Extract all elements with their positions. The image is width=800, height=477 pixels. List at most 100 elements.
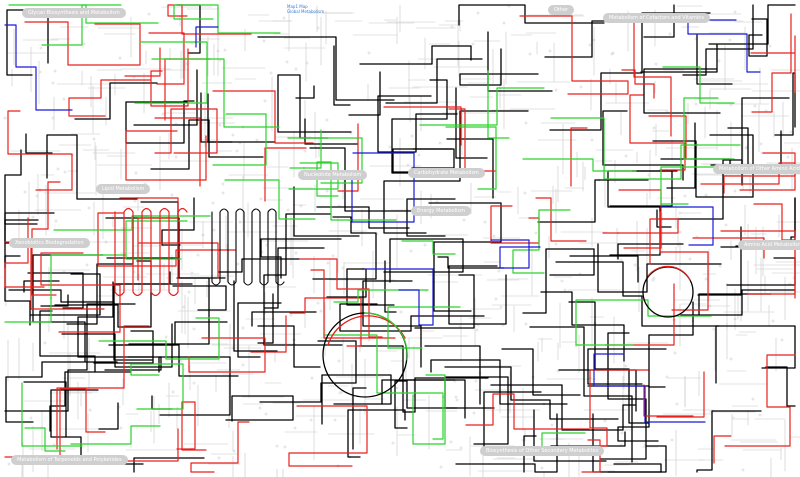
label-energy[interactable]: Energy Metabolism [411,206,471,216]
compound-node [475,328,479,332]
highlighted-route-red [310,269,396,339]
label-xenobiotics[interactable]: Xenobiotics Biodegradation [9,238,90,248]
highlighted-route-black [648,301,694,388]
compound-node [236,262,240,266]
compound-node [285,60,289,64]
compound-node [238,220,242,224]
highlighted-route-red [154,108,218,154]
highlighted-route-green [130,363,184,410]
compound-node [171,390,175,394]
highlighted-route-black [218,258,300,273]
highlighted-route-black [172,285,227,311]
highlighted-route-black [643,68,721,114]
compound-node [35,194,39,198]
compound-node [275,444,279,448]
highlighted-route-green [224,179,316,220]
highlighted-route-red [465,393,590,430]
highlighted-route-black [446,138,494,199]
highlighted-route-red [4,241,105,310]
label-secondary-metabolites[interactable]: Biosynthesis of Other Secondary Metaboli… [480,446,605,456]
highlighted-route-black [133,457,205,473]
highlighted-route-red [289,297,362,347]
highlighted-route-black [437,256,505,269]
compound-node [367,338,371,342]
highlighted-route-green [53,215,211,231]
highlighted-route-black [444,366,619,420]
highlighted-route-black [316,206,410,229]
highlighted-route-red [299,258,383,338]
compound-node [654,62,658,66]
highlighted-route-black [4,219,39,269]
highlighted-route-black [682,4,754,76]
highlighted-route-black [406,198,456,237]
highlighted-route-green [24,427,66,452]
highlighted-route-black [40,294,69,307]
highlighted-route-black [774,72,796,136]
highlighted-route-green [487,70,510,139]
compound-node [325,189,329,193]
compound-node [3,116,7,120]
highlighted-route-red [751,13,792,113]
highlighted-route-blue [195,26,219,48]
highlighted-route-green [550,117,741,180]
label-nucleotide[interactable]: Nucleotide Metabolism [298,170,368,180]
highlighted-route-black [448,265,507,325]
highlighted-route-red [154,117,201,187]
highlighted-route-black [383,238,464,283]
highlighted-route-black [377,95,458,153]
highlighted-route-black [6,9,49,76]
highlighted-route-black [381,379,456,405]
label-other[interactable]: Other [548,5,575,15]
highlighted-route-black [352,387,367,450]
compound-node [729,357,733,361]
label-carbohydrate[interactable]: Carbohydrate Metabolism [408,168,485,178]
label-other-amino-acids[interactable]: Metabolism of Other Amino Acids [713,164,800,174]
compound-node [310,376,314,380]
compound-node [548,49,552,53]
highlighted-route-black [523,435,537,473]
compound-node [63,170,67,174]
highlighted-route-red [558,369,649,447]
highlighted-route-black [259,340,357,403]
label-lipid-metabolism[interactable]: Lipid Metabolism [96,184,151,194]
highlighted-route-black [537,179,649,223]
compound-node [170,193,174,197]
compound-node [728,38,732,42]
highlighted-route-blue [490,239,541,269]
highlighted-route-red [648,115,687,159]
highlighted-route-black [391,79,448,174]
highlighted-route-red [31,181,61,296]
highlighted-route-black [765,366,796,407]
compound-node [337,359,341,363]
highlighted-route-red [97,212,236,267]
highlighted-route-black [74,82,158,120]
compound-node [439,465,443,469]
highlighted-route-red [138,242,219,279]
highlighted-route-red [643,384,694,417]
compound-node [341,266,345,270]
label-terpenoid[interactable]: Metabolism of Terpenoids and Polyketides [11,455,128,465]
highlighted-route-black [304,118,359,145]
compound-node [406,163,410,167]
highlighted-route-red [519,15,629,95]
highlighted-route-black [77,281,154,358]
map-reference-title[interactable]: Map1 Map Global Metabolism [287,4,324,14]
highlighted-route-red [720,230,796,295]
lipid-cycle [211,208,285,286]
compound-node [590,138,594,142]
highlighted-route-black [237,302,282,358]
compound-node [652,126,656,130]
compound-node [232,449,236,453]
label-glycan-biosynthesis[interactable]: Glycan Biosynthesis and Metabolism [22,8,126,18]
label-amino-acid[interactable]: Amino Acid Metabolism [738,240,800,250]
compound-node [289,313,293,317]
compound-node [235,149,239,153]
highlighted-route-black [715,325,796,384]
compound-node [326,261,330,265]
compound-node [316,301,320,305]
label-cofactor-vitamin[interactable]: Metabolism of Cofactors and Vitamins [603,13,711,23]
compound-node [753,104,757,108]
highlighted-route-black [414,274,475,329]
highlighted-route-red [125,130,207,181]
compound-node [528,52,532,56]
